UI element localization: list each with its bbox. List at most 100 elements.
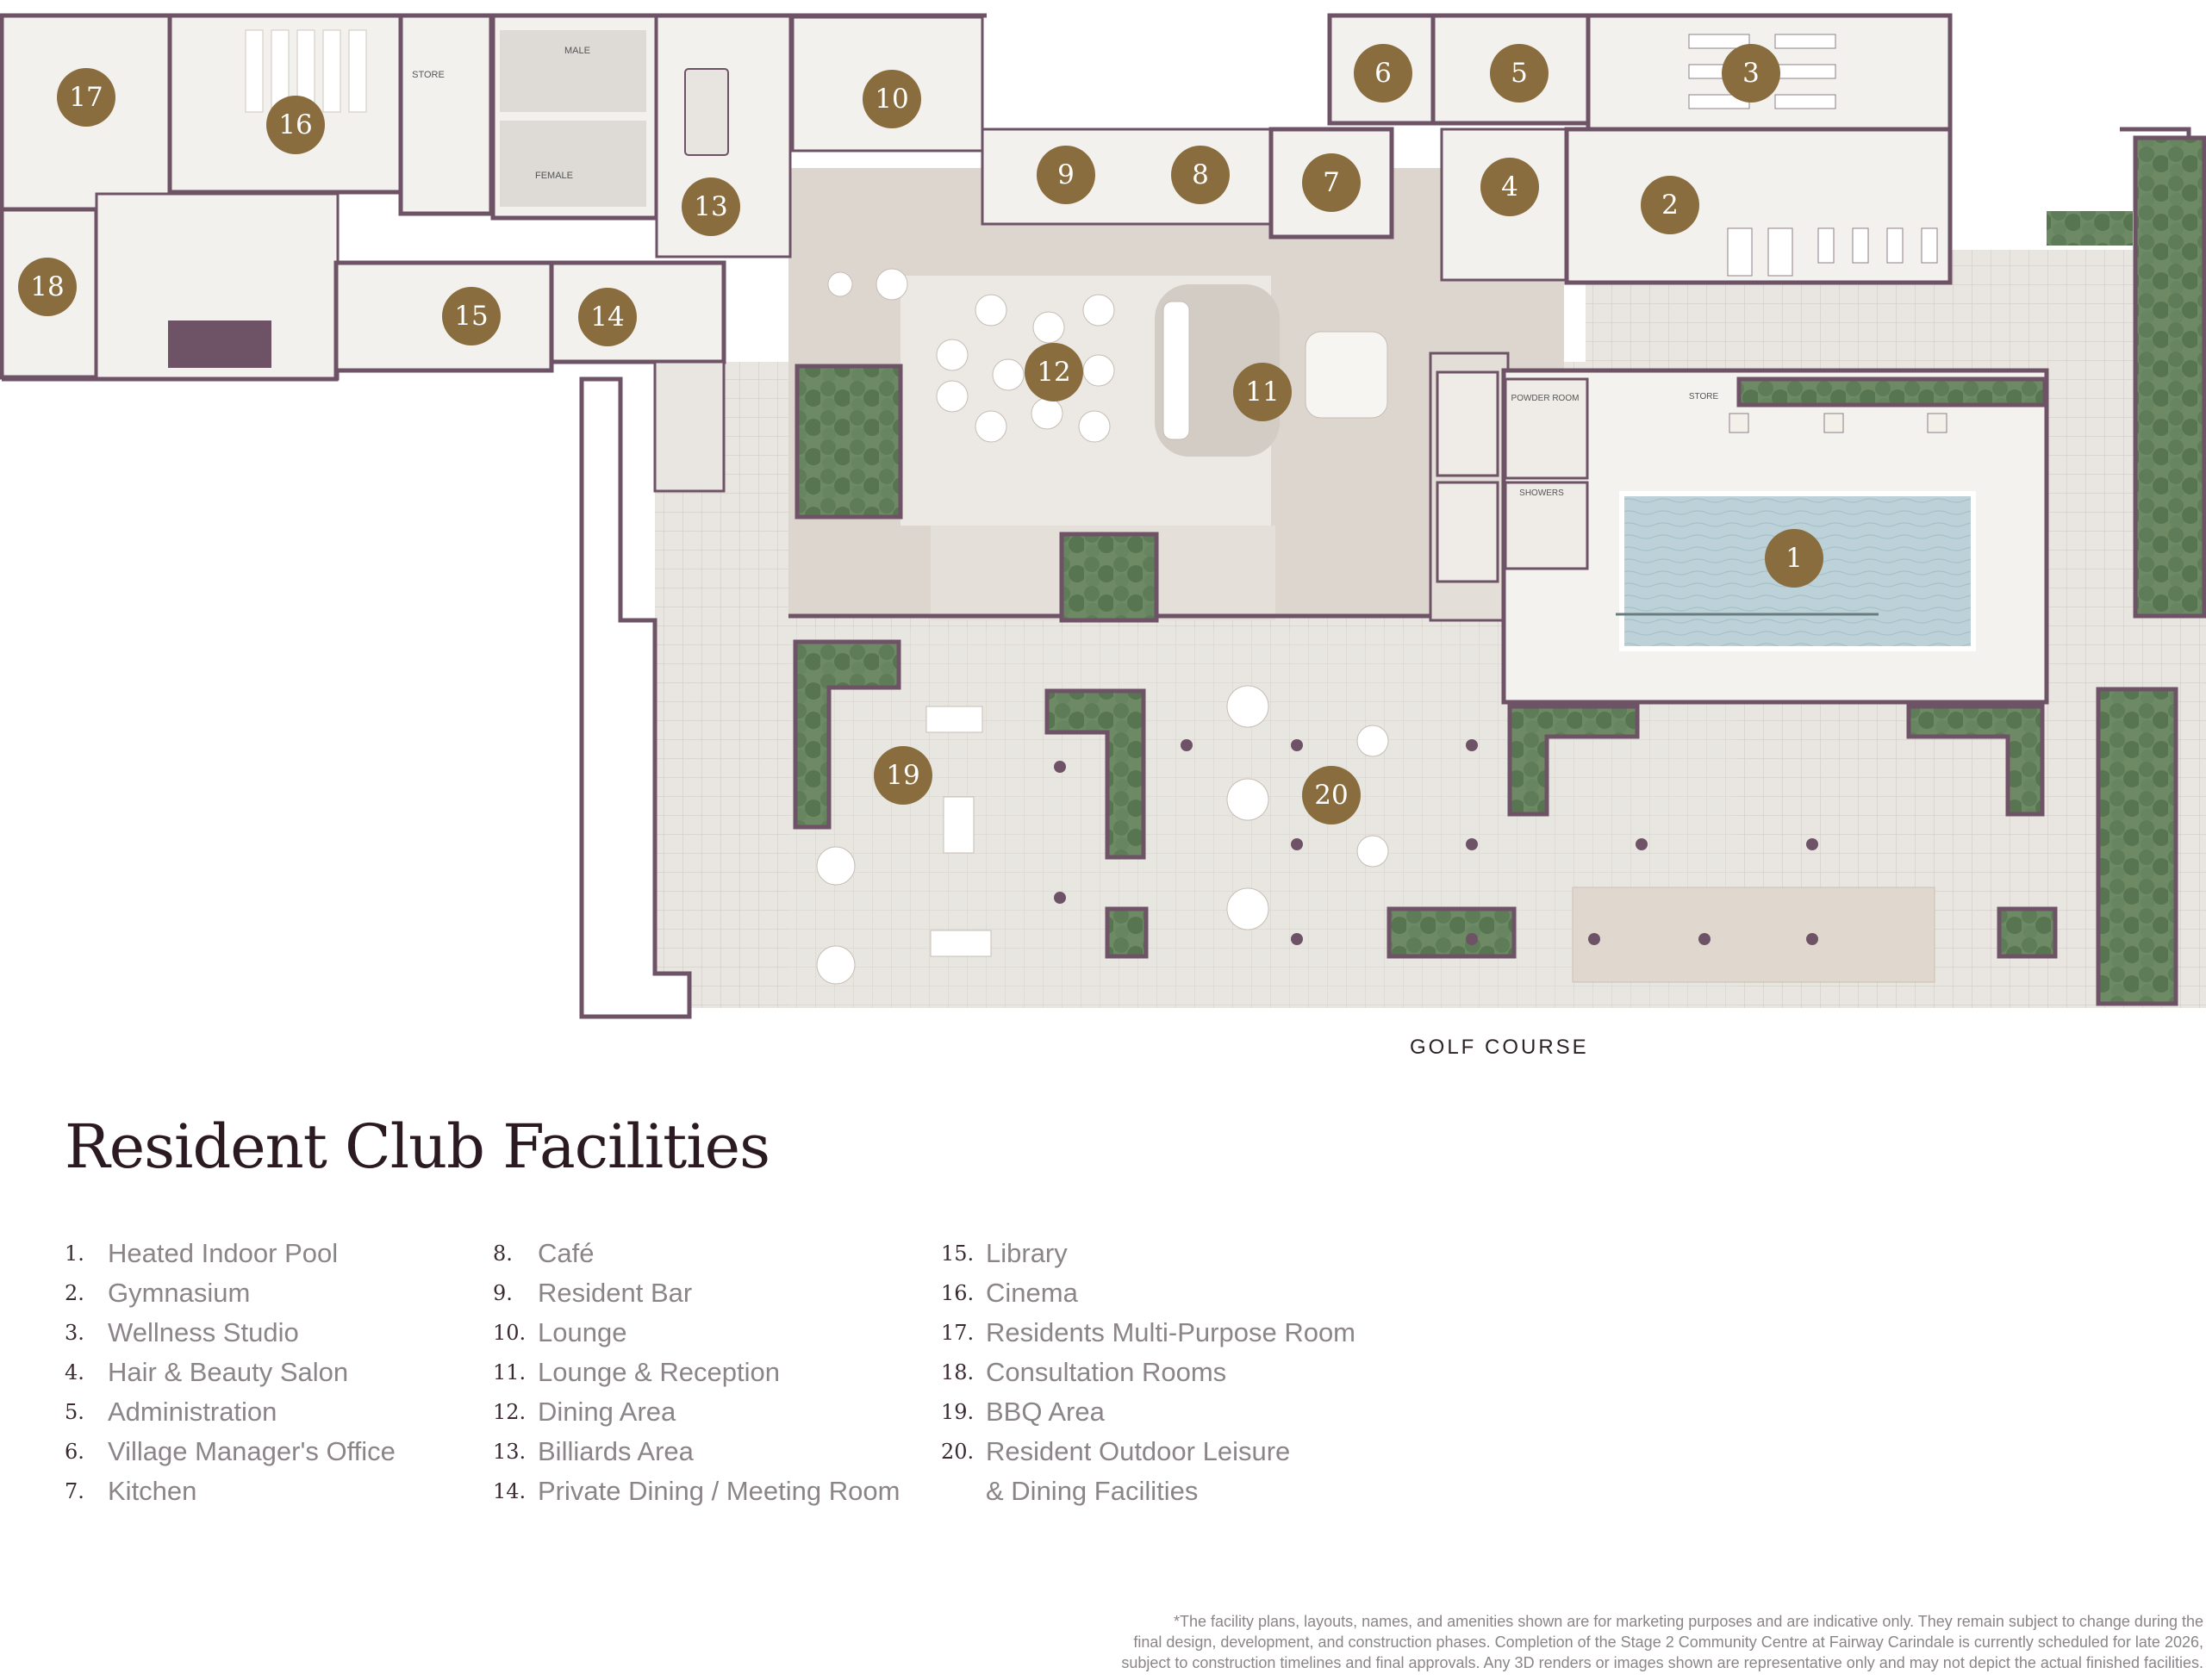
legend-number: 8. (493, 1241, 513, 1266)
legend-label: Residents Multi-Purpose Room (986, 1317, 1356, 1347)
disclaimer-line: subject to construction timelines and fi… (1121, 1654, 2203, 1671)
legend-item: 7. Kitchen (65, 1472, 396, 1511)
marker-10-lounge[interactable]: 10 (863, 70, 921, 128)
pool-hall (1501, 368, 2049, 705)
legend-label: BBQ Area (986, 1397, 1105, 1427)
marker-13-billiards-area[interactable]: 13 (682, 177, 740, 236)
legend-label: Billiards Area (538, 1436, 694, 1466)
legend-number: 11. (493, 1360, 527, 1384)
legend-item: 11. Lounge & Reception (493, 1353, 900, 1392)
legend-item: 14. Private Dining / Meeting Room (493, 1472, 900, 1511)
dining-tables (827, 268, 1388, 443)
legend-number: 20. (941, 1440, 975, 1464)
legend-number: 7. (65, 1479, 84, 1503)
legend-label: Consultation Rooms (986, 1357, 1227, 1387)
marker-1-heated-indoor-pool[interactable]: 1 (1765, 529, 1823, 588)
legend-label: Administration (108, 1397, 277, 1427)
room-label-female: FEMALE (535, 171, 573, 181)
legend-item: 20. Resident Outdoor Leisure (941, 1432, 1355, 1472)
legend-item: 10. Lounge (493, 1313, 900, 1353)
legend-number: 6. (65, 1440, 84, 1464)
marker-12-dining-area[interactable]: 12 (1025, 343, 1083, 401)
marker-6-village-managers-office[interactable]: 6 (1354, 44, 1412, 103)
legend-label: Lounge & Reception (538, 1357, 780, 1387)
legend-number: 13. (493, 1440, 527, 1464)
legend-number: 17. (941, 1321, 975, 1345)
marker-17-multi-purpose-room[interactable]: 17 (57, 68, 115, 127)
legend-label: Lounge (538, 1317, 627, 1347)
room-label-store-1: STORE (412, 70, 445, 80)
legend-item: 3. Wellness Studio (65, 1313, 396, 1353)
legend-number: 10. (493, 1321, 527, 1345)
outdoor-furniture (816, 685, 1389, 985)
marker-15-library[interactable]: 15 (442, 287, 501, 345)
legend-item-continuation: & Dining Facilities (941, 1472, 1355, 1511)
legend-item: 4. Hair & Beauty Salon (65, 1353, 396, 1392)
legend-label: Kitchen (108, 1476, 197, 1506)
legend-item: 15.Library (941, 1234, 1355, 1273)
legend-item: 8. Café (493, 1234, 900, 1273)
marker-20-outdoor-leisure[interactable]: 20 (1302, 766, 1361, 824)
marker-19-bbq-area[interactable]: 19 (874, 746, 932, 805)
room-label-store-2: STORE (1689, 392, 1719, 401)
legend-label: Wellness Studio (108, 1317, 299, 1347)
legend-item: 13. Billiards Area (493, 1432, 900, 1472)
legend-number: 9. (493, 1281, 513, 1305)
marker-7-kitchen[interactable]: 7 (1302, 153, 1361, 212)
legend-label: Private Dining / Meeting Room (538, 1476, 900, 1506)
legend-column-3: 15.Library 16. Cinema 17. Residents Multi-… (941, 1234, 1355, 1511)
legend-label: Heated Indoor Pool (108, 1238, 339, 1268)
legend-number: 5. (65, 1400, 84, 1424)
page-title: Resident Club Facilities (65, 1111, 770, 1182)
legend-number: 4. (65, 1360, 84, 1384)
legend-label: Village Manager's Office (108, 1436, 396, 1466)
washrooms (168, 30, 646, 368)
marker-11-lounge-reception[interactable]: 11 (1233, 363, 1292, 421)
west-ramp (579, 360, 726, 1019)
legend-item: 19. BBQ Area (941, 1392, 1355, 1432)
legend-item: 12.Dining Area (493, 1392, 900, 1432)
disclaimer-line: final design, development, and construct… (1133, 1633, 2203, 1651)
marker-18-consultation-rooms[interactable]: 18 (18, 258, 77, 316)
legend-label: Resident Outdoor Leisure (986, 1436, 1291, 1466)
room-label-showers: SHOWERS (1519, 488, 1564, 498)
legend-column-1: 1. Heated Indoor Pool 2. Gymnasium 3. Welln… (65, 1234, 396, 1511)
marker-2-gymnasium[interactable]: 2 (1641, 176, 1699, 234)
legend-item: 2. Gymnasium (65, 1273, 396, 1313)
disclaimer: *The facility plans, layouts, names, and… (911, 1611, 2203, 1673)
legend-item: 1. Heated Indoor Pool (65, 1234, 396, 1273)
room-label-male: MALE (564, 46, 590, 56)
legend-number: 1. (65, 1241, 84, 1266)
legend-number: 16. (941, 1281, 975, 1305)
legend-number: 14. (493, 1479, 527, 1503)
legend-label: Gymnasium (108, 1278, 251, 1308)
lift-core (1436, 370, 1589, 583)
marker-4-hair-beauty-salon[interactable]: 4 (1480, 158, 1539, 216)
legend-number: 3. (65, 1321, 84, 1345)
disclaimer-line: *The facility plans, layouts, names, and… (1174, 1613, 2203, 1630)
marker-9-resident-bar[interactable]: 9 (1037, 146, 1095, 204)
legend-item: 18.Consultation Rooms (941, 1353, 1355, 1392)
legend-label: Cinema (986, 1278, 1078, 1308)
legend-number: 15. (941, 1241, 975, 1266)
legend-item: 5. Administration (65, 1392, 396, 1432)
legend-label: Café (538, 1238, 595, 1268)
marker-14-private-dining[interactable]: 14 (578, 288, 637, 346)
floor-plan: STORE MALE FEMALE POWDER ROOM SHOWERS ST… (0, 13, 2206, 1019)
room-label-powder-room: POWDER ROOM (1511, 394, 1580, 403)
cinema-seats (245, 29, 367, 113)
legend-label: Dining Area (538, 1397, 676, 1427)
marker-3-wellness-studio[interactable]: 3 (1722, 44, 1780, 103)
legend-item: 9. Resident Bar (493, 1273, 900, 1313)
marker-5-administration[interactable]: 5 (1490, 44, 1549, 103)
legend-label: Hair & Beauty Salon (108, 1357, 349, 1387)
golf-course-label: GOLF COURSE (1410, 1036, 1589, 1059)
legend-number: 2. (65, 1281, 84, 1305)
legend-item: 6. Village Manager's Office (65, 1432, 396, 1472)
marker-16-cinema[interactable]: 16 (266, 96, 325, 154)
marker-8-cafe[interactable]: 8 (1171, 146, 1230, 204)
planters (793, 135, 2206, 1006)
legend-number: 19. (941, 1400, 975, 1424)
legend-label: Resident Bar (538, 1278, 693, 1308)
legend-item: 17. Residents Multi-Purpose Room (941, 1313, 1355, 1353)
